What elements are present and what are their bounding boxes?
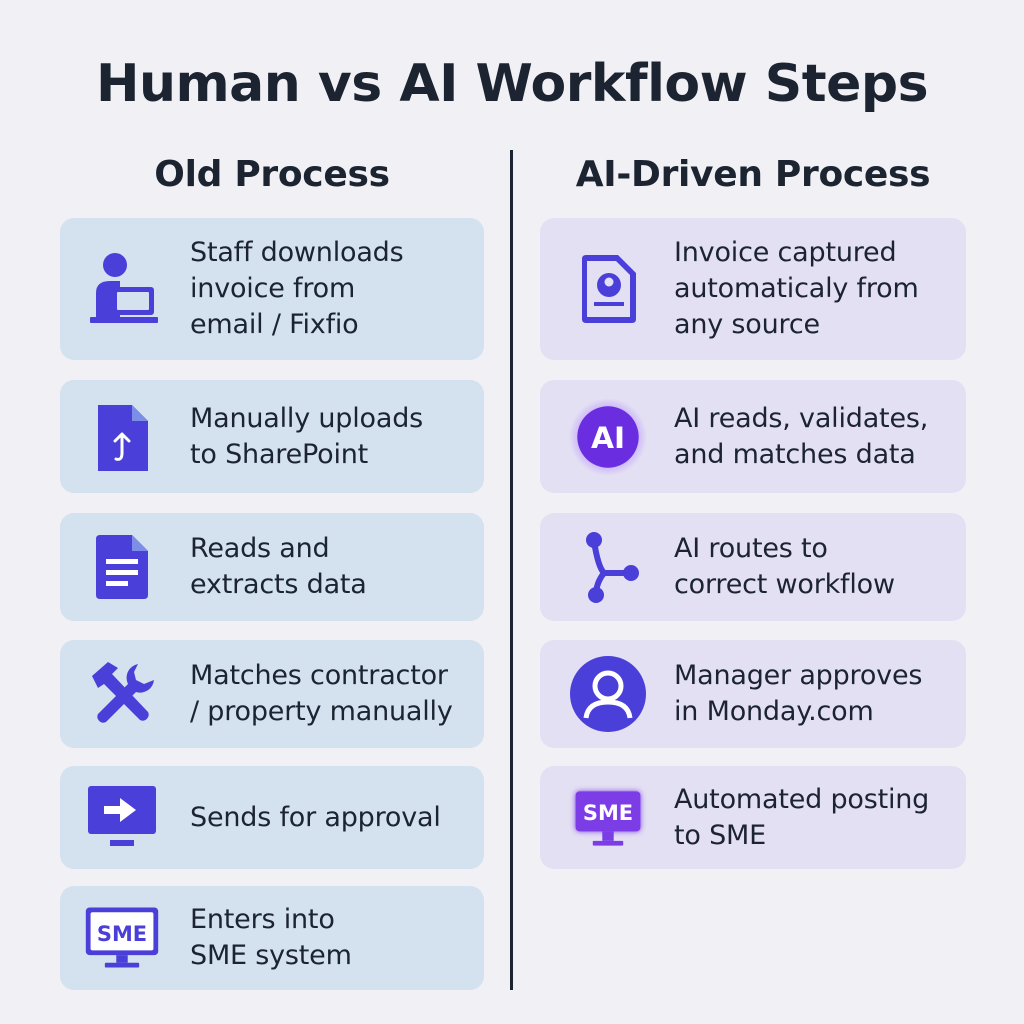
ai-step-5-text: Automated posting to SME xyxy=(674,783,930,851)
ai-badge-label: AI xyxy=(591,421,625,456)
old-step-6-text: Enters into SME system xyxy=(190,904,352,971)
ai-step-4: Manager approves in Monday.com xyxy=(540,640,966,748)
old-step-3-text: Reads and extracts data xyxy=(190,533,367,600)
ai-step-1: Invoice captured automaticaly from any s… xyxy=(540,218,966,360)
ai-step-1-text: Invoice captured automaticaly from any s… xyxy=(674,237,919,340)
ai-step-3-text: AI routes to correct workflow xyxy=(674,533,895,600)
hammer-wrench-icon xyxy=(82,654,162,734)
old-step-4: Matches contractor / property manually xyxy=(60,640,484,748)
monitor-sme-label: SME xyxy=(97,922,147,946)
ai-badge-icon: AI xyxy=(568,397,648,477)
old-step-4-text: Matches contractor / property manually xyxy=(190,660,453,727)
document-capture-icon xyxy=(568,249,648,329)
ai-step-5: SME Automated posting to SME xyxy=(540,766,966,869)
ai-step-2: AI AI reads, validates, and matches data xyxy=(540,380,966,493)
user-circle-icon xyxy=(568,654,648,734)
monitor-sme-icon: SME xyxy=(82,898,162,978)
file-upload-icon xyxy=(82,397,162,477)
old-process-heading: Old Process xyxy=(154,154,390,195)
old-step-2: Manually uploads to SharePoint xyxy=(60,380,484,493)
workflow-branch-icon xyxy=(568,527,648,607)
old-step-6: SME Enters into SME system xyxy=(60,886,484,990)
old-step-1: Staff downloads invoice from email / Fix… xyxy=(60,218,484,360)
old-step-2-text: Manually uploads to SharePoint xyxy=(190,402,423,470)
old-step-3: Reads and extracts data xyxy=(60,513,484,621)
old-step-5-text: Sends for approval xyxy=(190,801,441,833)
ai-step-2-text: AI reads, validates, and matches data xyxy=(674,402,929,470)
monitor-sme-glow-label: SME xyxy=(583,800,633,824)
old-step-1-text: Staff downloads invoice from email / Fix… xyxy=(190,237,404,340)
person-laptop-icon xyxy=(82,249,162,329)
old-step-5: Sends for approval xyxy=(60,766,484,869)
page-title: Human vs AI Workflow Steps xyxy=(95,54,929,114)
document-icon xyxy=(82,527,162,607)
monitor-sme-glow-icon: SME xyxy=(568,778,648,858)
monitor-arrow-icon xyxy=(82,778,162,858)
column-divider xyxy=(510,150,513,990)
ai-step-3: AI routes to correct workflow xyxy=(540,513,966,621)
ai-process-heading: AI-Driven Process xyxy=(575,154,931,195)
ai-step-4-text: Manager approves in Monday.com xyxy=(674,660,923,727)
